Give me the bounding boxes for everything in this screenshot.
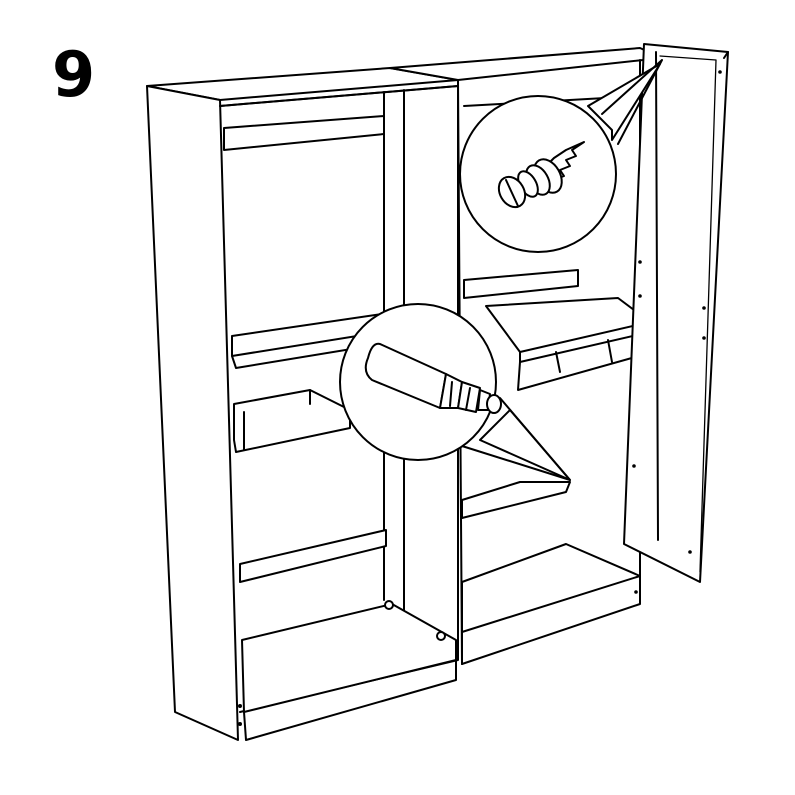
wardrobe-door <box>623 43 729 583</box>
glue-bottle-icon <box>364 342 502 414</box>
step-number: 9 <box>52 38 96 111</box>
screw-callout <box>459 59 663 253</box>
wood-screw-icon <box>497 141 585 209</box>
glue-callout <box>339 303 571 481</box>
